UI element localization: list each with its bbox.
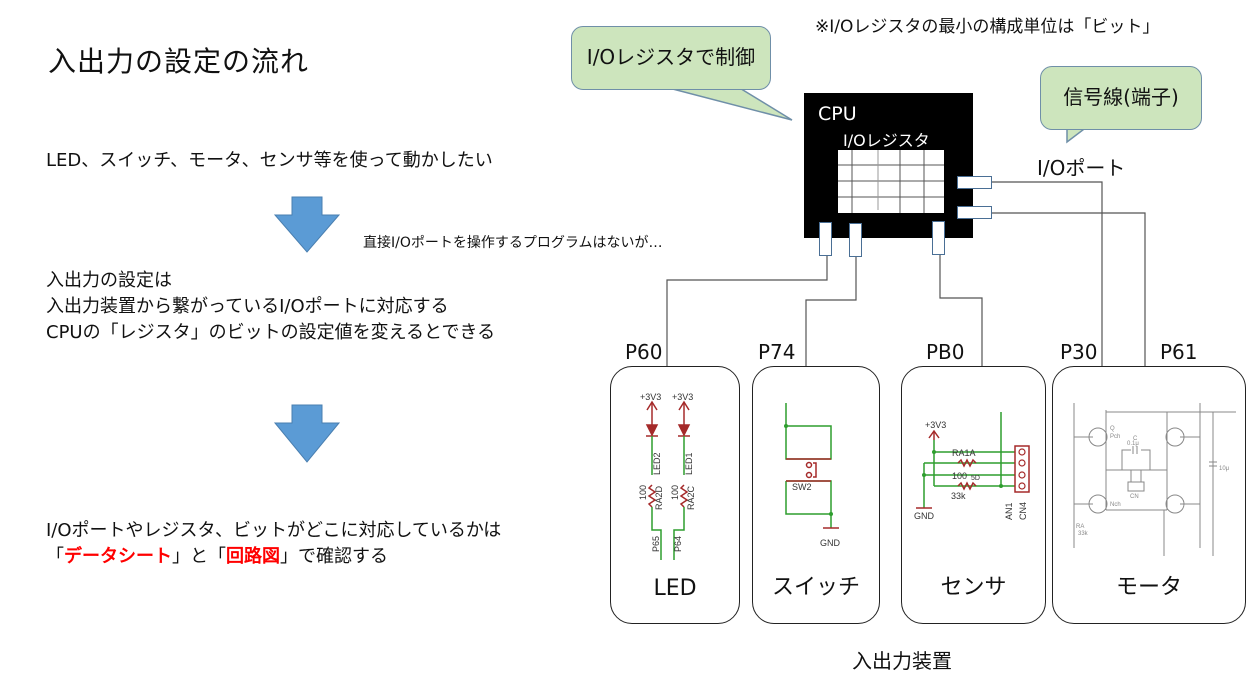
io-pin-p30[interactable] xyxy=(957,176,992,189)
cpu-label: CPU xyxy=(818,103,857,125)
step-3-text: I/Oポートやレジスタ、ビットがどこに対応しているかは 「データシート」と「回路… xyxy=(46,518,501,570)
bracket-open: 「 xyxy=(46,546,64,567)
page-title: 入出力の設定の流れ xyxy=(48,45,310,78)
register-label: I/Oレジスタ xyxy=(843,131,930,150)
wire-p60 xyxy=(666,256,828,366)
io-port-label: I/Oポート xyxy=(1037,156,1126,180)
callout-signal-line: 信号線(端子) xyxy=(1040,66,1202,130)
datasheet-highlight: データシート xyxy=(64,546,172,567)
port-label-pb0: PB0 xyxy=(926,340,965,364)
schematic-highlight: 回路図 xyxy=(226,546,280,567)
step-2-line-1: 入出力の設定は xyxy=(46,270,172,291)
step-3-line-1: I/Oポートやレジスタ、ビットがどこに対応しているかは xyxy=(46,520,502,541)
down-arrow-icon xyxy=(273,404,341,463)
io-pin-p61[interactable] xyxy=(957,206,992,219)
device-switch[interactable]: スイッチ xyxy=(752,366,880,624)
down-arrow-icon xyxy=(273,196,341,253)
device-led[interactable]: LED xyxy=(610,366,740,624)
step-1-text: LED、スイッチ、モータ、センサ等を使って動かしたい xyxy=(46,150,493,171)
callout-tail-register xyxy=(664,86,793,121)
io-pin-p60[interactable] xyxy=(819,222,832,256)
device-label-motor: モータ xyxy=(1115,575,1182,600)
device-sensor[interactable]: センサ xyxy=(901,366,1046,624)
step-3-line-2: 「データシート」と「回路図」で確認する xyxy=(46,544,501,570)
device-label-switch: スイッチ xyxy=(771,575,860,600)
wire-p74 xyxy=(805,257,857,366)
port-label-p30: P30 xyxy=(1060,340,1098,364)
bracket-mid: 」と「 xyxy=(172,546,226,567)
port-label-p61: P61 xyxy=(1160,340,1198,364)
io-pin-p74[interactable] xyxy=(849,223,862,257)
device-label-sensor: センサ xyxy=(940,575,1007,600)
devices-caption: 入出力装置 xyxy=(852,649,952,673)
port-label-p74: P74 xyxy=(758,340,796,364)
arrow-note: 直接I/Oポートを操作するプログラムはないが… xyxy=(363,235,663,251)
step-2-line-2: 入出力装置から繋がっているI/Oポートに対応する xyxy=(46,296,449,317)
step-2-line-3: CPUの「レジスタ」のビットの設定値を変えるとできる xyxy=(46,322,496,343)
device-motor[interactable]: モータ xyxy=(1052,366,1246,624)
port-label-p60: P60 xyxy=(625,340,663,364)
io-pin-pb0[interactable] xyxy=(932,221,945,255)
cpu-block: CPU I/Oレジスタ xyxy=(804,93,973,238)
step-2-text: 入出力の設定は 入出力装置から繋がっているI/Oポートに対応する CPUの「レジ… xyxy=(46,268,495,346)
device-label-led: LED xyxy=(653,576,697,601)
bracket-close: 」で確認する xyxy=(280,546,388,567)
wire-p30 xyxy=(992,181,1103,366)
register-bit-note: ※I/Oレジスタの最小の構成単位は「ビット」 xyxy=(815,17,1160,37)
callout-register-control: I/Oレジスタで制御 xyxy=(571,26,771,90)
